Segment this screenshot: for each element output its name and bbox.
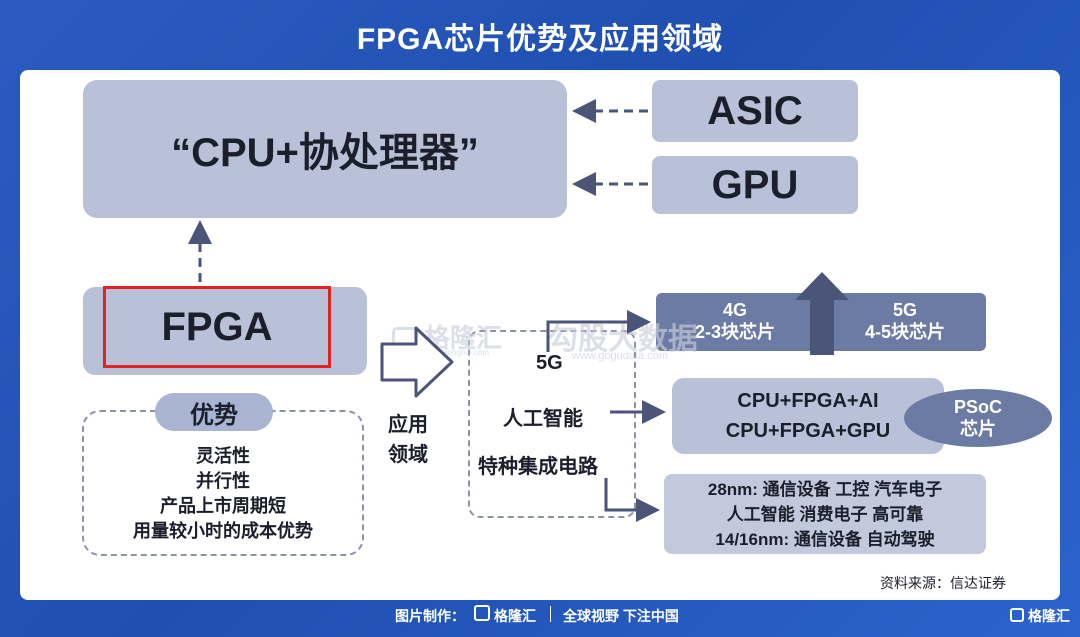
source-note: 资料来源：信达证券 <box>880 575 1006 591</box>
special-ic-line: 28nm: 通信设备 工控 汽车电子 <box>707 479 943 499</box>
application-label-line: 领域 <box>388 444 428 466</box>
footer-divider <box>550 606 551 622</box>
upgrade-arrow <box>795 272 849 355</box>
special-ic-line: 人工智能 消费电子 高可靠 <box>726 504 924 524</box>
corner-logo-icon <box>1010 608 1024 622</box>
watermark-site: gelonghui.com <box>437 348 490 357</box>
fiveg-left-line: 4G <box>722 300 747 320</box>
watermark-middle: 勾股大数据 <box>548 323 698 356</box>
advantage-item: 用量较小时的成本优势 <box>133 521 313 541</box>
special-ic-line: 14/16nm: 通信设备 自动驾驶 <box>715 529 935 549</box>
asic-box: ASIC <box>652 80 858 142</box>
fpga-box-background <box>83 287 367 375</box>
special-ic-arrow <box>604 478 660 522</box>
fiveg-left-line: 2-3块芯片 <box>694 322 775 342</box>
fpga-box: FPGA <box>103 286 331 368</box>
gpu-box: GPU <box>652 156 858 214</box>
footer-slogan: 全球视野 下注中国 <box>563 608 679 624</box>
domain-5g: 5G <box>536 352 563 374</box>
corner-brand: 格隆汇 <box>1028 608 1070 624</box>
domain-ai: 人工智能 <box>503 408 583 430</box>
watermark-middle-site: www.gogudata.com <box>572 350 668 362</box>
page-title: FPGA芯片优势及应用领域 <box>356 23 724 56</box>
ai-chip-box: CPU+FPGA+AI CPU+FPGA+GPU <box>672 378 944 454</box>
fiveg-right: 5G 4-5块芯片 <box>850 299 960 343</box>
application-block-arrow <box>380 326 454 398</box>
psoc-line: PSoC <box>953 397 1002 417</box>
domains-box <box>468 330 636 518</box>
ai-chip-line: CPU+FPGA+AI <box>737 390 879 412</box>
footer: 图片制作： 格隆汇 全球视野 下注中国 格隆汇 <box>0 604 1080 630</box>
ai-chip-line: CPU+FPGA+GPU <box>725 420 891 442</box>
application-domain-label: 应用 领域 <box>378 410 438 470</box>
domain-special-ic: 特种集成电路 <box>478 456 598 478</box>
fiveg-right-line: 5G <box>892 300 917 320</box>
advantages-list: 灵活性 并行性 产品上市周期短 用量较小时的成本优势 <box>82 444 364 544</box>
special-ic-box: 28nm: 通信设备 工控 汽车电子 人工智能 消费电子 高可靠 14/16nm… <box>664 474 986 554</box>
advantage-item: 灵活性 <box>196 446 250 466</box>
fiveg-right-line: 4-5块芯片 <box>864 322 945 342</box>
footer-made-by: 图片制作： <box>395 608 465 624</box>
footer-brand: 格隆汇 <box>494 608 536 624</box>
application-label-line: 应用 <box>388 414 428 436</box>
fiveg-left: 4G 2-3块芯片 <box>680 299 790 343</box>
psoc-ellipse: PSoC 芯片 <box>904 389 1052 447</box>
advantage-item: 产品上市周期短 <box>160 496 286 516</box>
fiveg-arrow <box>546 310 651 352</box>
footer-logo-icon <box>474 605 490 621</box>
advantage-item: 并行性 <box>196 471 250 491</box>
psoc-line: 芯片 <box>960 419 996 439</box>
advantages-heading: 优势 <box>155 393 273 431</box>
cpu-coprocessor-box: “CPU+协处理器” <box>83 80 567 218</box>
